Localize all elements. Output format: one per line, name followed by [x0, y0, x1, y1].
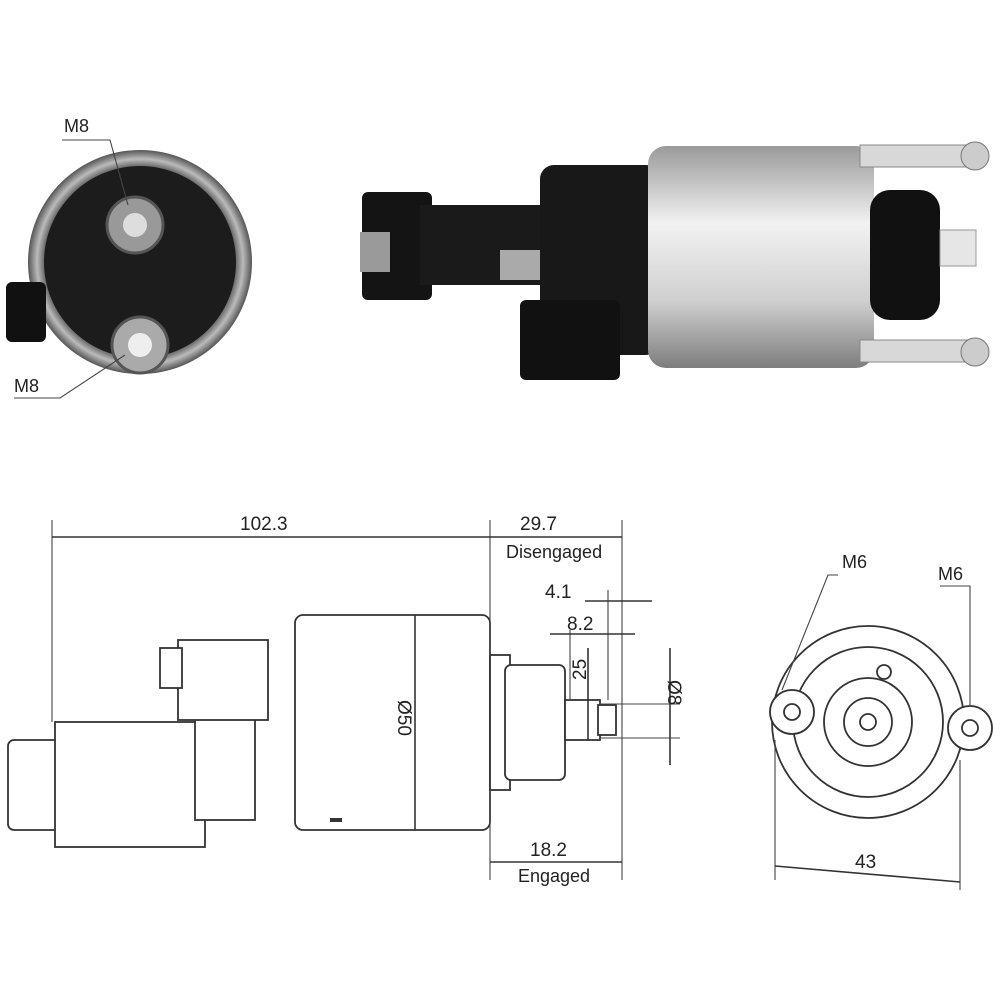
dim-8-2: 8.2 — [567, 614, 593, 635]
label-m6-left: M6 — [842, 552, 867, 572]
label-m8-bottom: M8 — [14, 376, 39, 396]
label-m6-right: M6 — [938, 564, 963, 584]
dim-4-1: 4.1 — [545, 582, 571, 603]
end-dimension-drawing: M6 M6 43 — [769, 552, 993, 890]
label-disengaged: Disengaged — [506, 542, 602, 562]
dim-disengaged: 29.7 — [520, 514, 557, 535]
connector-plug — [6, 282, 46, 342]
side-dimension-drawing: 102.3 29.7 Disengaged 4.1 8.2 25 Ø8 Ø50 … — [7, 514, 684, 886]
dim-overall-length: 102.3 — [240, 514, 288, 535]
dim-25: 25 — [570, 659, 591, 680]
end-view-photo: M8 M8 — [6, 116, 252, 399]
dim-terminal-spacing: 43 — [855, 852, 876, 873]
dim-plunger-diameter: Ø8 — [663, 680, 684, 705]
side-view-photo — [360, 141, 990, 380]
solenoid-body — [648, 146, 874, 368]
dim-body-diameter: Ø50 — [393, 700, 414, 736]
label-m8-top: M8 — [64, 116, 89, 136]
dim-engaged: 18.2 — [530, 840, 567, 861]
label-engaged: Engaged — [518, 866, 590, 886]
